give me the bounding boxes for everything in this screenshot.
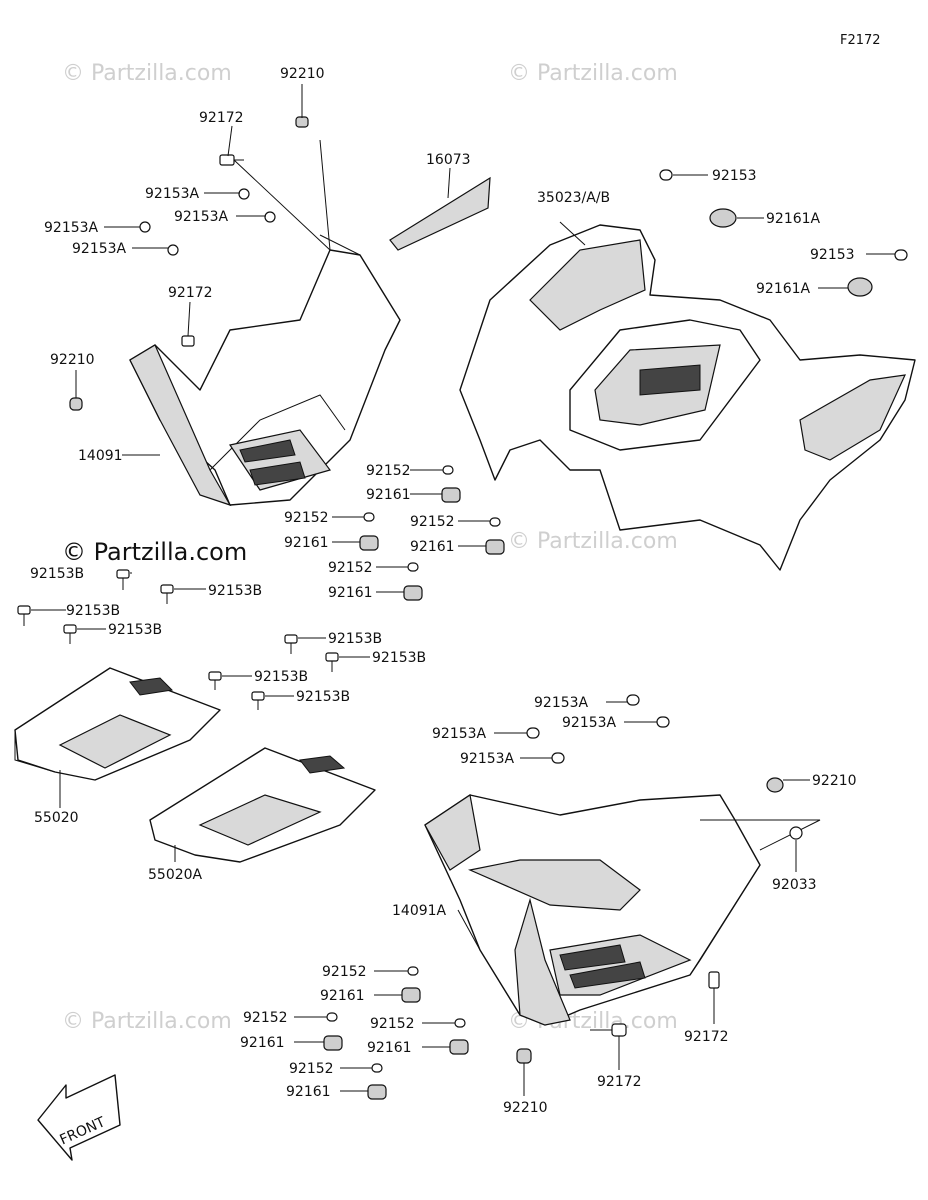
- decal-16073: [389, 167, 491, 251]
- part-number: 92161: [367, 1040, 412, 1056]
- part-number: 92161: [320, 988, 365, 1004]
- bolts-92153B: [17, 569, 370, 710]
- part-number: 92152: [328, 560, 373, 576]
- watermark: © Partzilla.com: [62, 1009, 232, 1034]
- part-number: 92153B: [108, 622, 162, 638]
- part-number: 92210: [50, 352, 95, 368]
- part-number: 92210: [812, 773, 857, 789]
- part-number: 92153B: [254, 669, 308, 685]
- part-number: 92153: [712, 168, 757, 184]
- right-hardware: [457, 694, 810, 1024]
- part-number: 92161: [410, 539, 455, 555]
- part-number: 92161: [284, 535, 329, 551]
- callout-labels: 92210 92172 92153A 92153A 92153A 92153A …: [30, 66, 857, 1116]
- part-number: 92161: [366, 487, 411, 503]
- part-number: 35023/A/B: [537, 190, 610, 206]
- part-number: 92152: [289, 1061, 334, 1077]
- part-number: 92172: [597, 1074, 642, 1090]
- part-number: 92161A: [766, 211, 821, 227]
- watermark: © Partzilla.com: [508, 61, 678, 86]
- part-number: 92161A: [756, 281, 811, 297]
- part-number: 92153A: [145, 186, 200, 202]
- part-number: 92172: [168, 285, 213, 301]
- part-number: 92153A: [534, 695, 589, 711]
- part-number: 92153B: [208, 583, 262, 599]
- bolt-hardware: [69, 116, 309, 411]
- part-number: 92210: [503, 1100, 548, 1116]
- part-number: 92033: [772, 877, 817, 893]
- footrest-55020: [14, 667, 221, 808]
- watermark: © Partzilla.com: [508, 529, 678, 554]
- part-number: 16073: [426, 152, 471, 168]
- leader-lines: [75, 84, 331, 456]
- part-number: 92152: [243, 1010, 288, 1026]
- part-number: 92153A: [174, 209, 229, 225]
- rear-fender-35023: [459, 221, 916, 571]
- part-number: 92161: [328, 585, 373, 601]
- part-number: 92153B: [296, 689, 350, 705]
- left-footwell-14091: [129, 234, 401, 507]
- part-number: 92153A: [72, 241, 127, 257]
- part-number: 92172: [199, 110, 244, 126]
- right-footwell-14091A: [424, 793, 821, 1026]
- footrest-55020A: [149, 747, 376, 863]
- part-number: 92152: [284, 510, 329, 526]
- mid-grommets: [332, 465, 505, 601]
- part-number: 14091A: [392, 903, 447, 919]
- part-number: 92153: [810, 247, 855, 263]
- part-number: 55020A: [148, 867, 203, 883]
- part-number: 55020: [34, 810, 79, 826]
- part-number: 92153B: [328, 631, 382, 647]
- part-number: 92172: [684, 1029, 729, 1045]
- grommet-hardware: [659, 169, 908, 297]
- part-number: 92152: [322, 964, 367, 980]
- reference-code: F2172: [840, 33, 881, 48]
- part-number: 92153B: [66, 603, 120, 619]
- part-number: 92152: [410, 514, 455, 530]
- part-number: 92153B: [30, 566, 84, 582]
- part-number: 14091: [78, 448, 123, 464]
- bottom-grommets: [294, 966, 627, 1100]
- part-number: 92153A: [44, 220, 99, 236]
- part-number: 92152: [370, 1016, 415, 1032]
- part-number: 92161: [286, 1084, 331, 1100]
- part-number: 92152: [366, 463, 411, 479]
- part-number: 92161: [240, 1035, 285, 1051]
- part-number: 92210: [280, 66, 325, 82]
- front-arrow-icon: FRONT: [37, 1074, 121, 1161]
- part-number: 92153A: [432, 726, 487, 742]
- part-number: 92153A: [562, 715, 617, 731]
- part-number: 92153A: [460, 751, 515, 767]
- part-number: 92153B: [372, 650, 426, 666]
- watermark: © Partzilla.com: [62, 61, 232, 86]
- watermark-dark: © Partzilla.com: [62, 538, 247, 566]
